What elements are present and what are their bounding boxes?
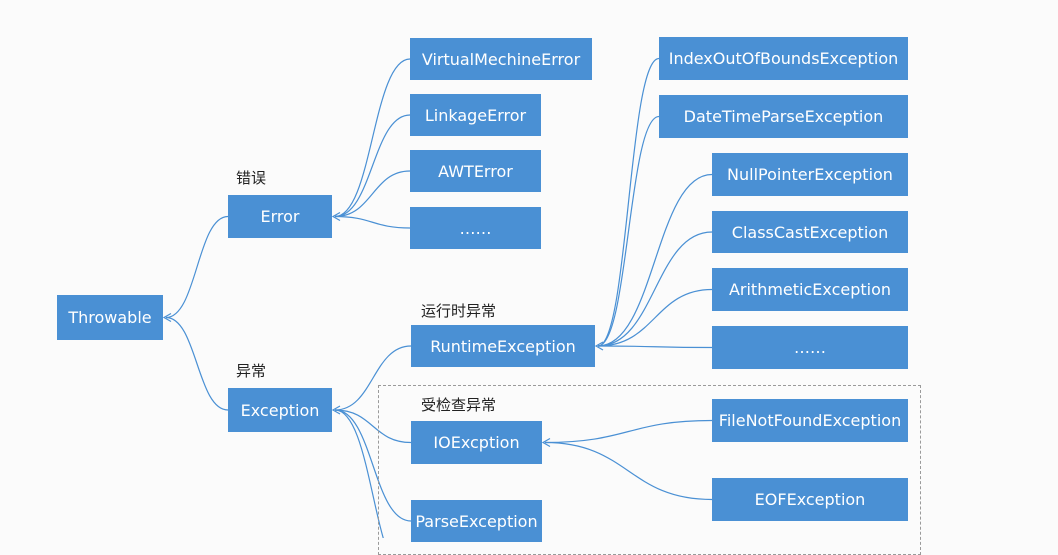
connector-runtime-exception-to-class-cast-exception	[597, 231, 713, 347]
merge-arrow-io-exception	[541, 437, 551, 448]
node-exception: Exception	[228, 388, 332, 432]
connector-runtime-exception-to-null-pointer-exception	[597, 173, 713, 347]
node-runtime-exception: RuntimeException	[411, 325, 595, 367]
merge-arrow-error	[331, 211, 341, 222]
runtime-cn-label: 运行时异常	[421, 302, 497, 320]
node-error-more: ……	[410, 207, 541, 249]
node-error: Error	[228, 195, 332, 238]
merge-arrow-exception	[331, 405, 341, 415]
connector-io-exception-to-file-not-found-exception	[544, 419, 713, 444]
node-file-not-found-exception: FileNotFoundException	[712, 399, 908, 442]
node-virtual-machine-error: VirtualMechineError	[410, 38, 592, 80]
connector-runtime-exception-to-arithmetic-exception	[597, 288, 713, 347]
node-awt-error: AWTError	[410, 150, 541, 192]
node-io-exception: IOExcption	[411, 421, 542, 464]
node-class-cast-exception: ClassCastException	[712, 211, 908, 253]
connector-error-to-virtual-machine-error	[334, 58, 411, 218]
connector-error-to-error-more	[334, 215, 411, 229]
node-null-pointer-exception: NullPointerException	[712, 153, 908, 196]
connector-error-to-linkage-error	[334, 114, 411, 218]
connector-exception-to-runtime-exception	[334, 345, 412, 411]
node-index-out-of-bounds-exception: IndexOutOfBoundsException	[659, 37, 908, 80]
node-throwable: Throwable	[57, 295, 163, 340]
node-eof-exception: EOFException	[712, 478, 908, 521]
node-linkage-error: LinkageError	[410, 94, 541, 136]
exception-cn-label: 异常	[236, 362, 267, 380]
connector-io-exception-to-eof-exception	[544, 441, 713, 501]
node-date-time-parse-exception: DateTimeParseException	[659, 95, 908, 138]
connector-error-to-awt-error	[334, 170, 411, 218]
connector-throwable-to-error	[165, 215, 229, 319]
merge-arrow-runtime-exception	[594, 341, 604, 351]
connector-exception-to-parse-exception-lower	[334, 409, 384, 538]
checked-cn-label: 受检查异常	[421, 396, 497, 414]
node-runtime-more: ……	[712, 326, 908, 369]
connector-runtime-exception-to-index-out-of-bounds-exception	[597, 57, 660, 347]
connector-throwable-to-exception	[165, 316, 229, 411]
connector-runtime-exception-to-runtime-more	[597, 345, 713, 349]
merge-arrow-throwable	[162, 312, 172, 323]
connector-runtime-exception-to-date-time-parse-exception	[597, 115, 660, 347]
connector-exception-to-parse-exception	[334, 409, 412, 522]
node-parse-exception: ParseException	[411, 500, 542, 542]
exception-hierarchy-diagram: Throwable Error Exception VirtualMechine…	[57, 37, 921, 555]
connector-layer	[162, 57, 713, 538]
node-arithmetic-exception: ArithmeticException	[712, 268, 908, 311]
error-cn-label: 错误	[236, 169, 267, 187]
connector-exception-to-io-exception	[334, 409, 412, 444]
